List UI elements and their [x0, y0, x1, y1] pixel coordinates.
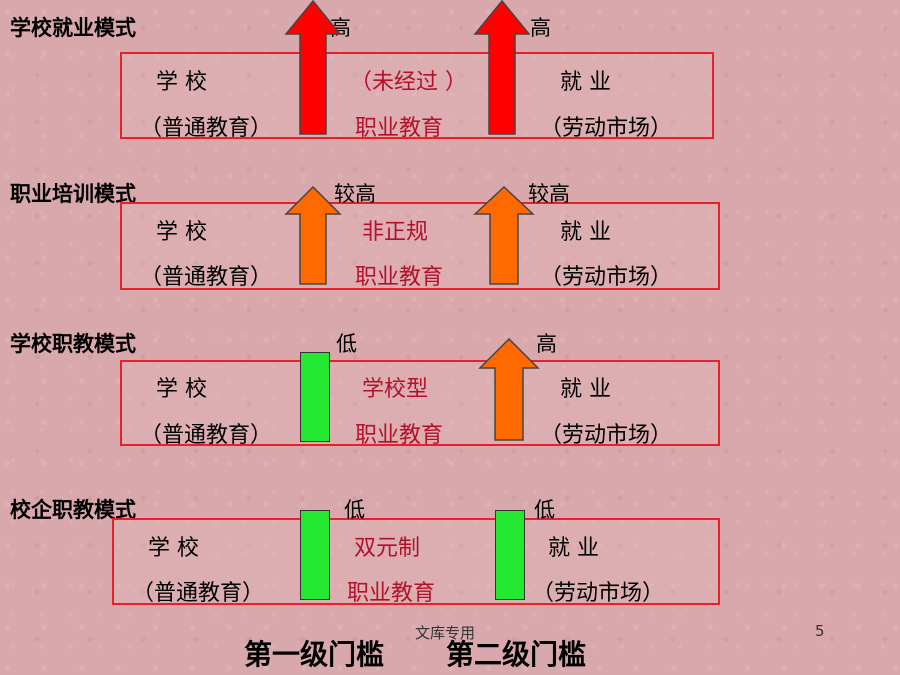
- row1-middle: （未经过 ）: [350, 70, 467, 95]
- row1-arrow2-red-up-icon: [473, 0, 531, 135]
- row4-box: [112, 518, 720, 605]
- row3-school: 学 校: [156, 377, 207, 402]
- row1-level2: 高: [530, 16, 551, 40]
- row4-job-sub: （劳动市场）: [532, 581, 665, 606]
- row4-green-block1: [300, 510, 330, 600]
- page-number: 5: [815, 622, 825, 640]
- row1-job-sub: （劳动市场）: [540, 116, 673, 141]
- row2-school: 学 校: [156, 220, 207, 245]
- row4-school: 学 校: [148, 536, 199, 561]
- row3-school-sub: （普通教育）: [140, 423, 273, 448]
- row2-arrow2-orange-up-icon: [473, 185, 535, 285]
- row1-title: 学校就业模式: [10, 16, 136, 40]
- row4-job: 就 业: [548, 536, 599, 561]
- row2-vocational: 职业教育: [355, 265, 444, 290]
- row2-job: 就 业: [560, 220, 611, 245]
- row4-level1: 低: [344, 498, 365, 522]
- threshold2-label: 第二级门槛: [446, 638, 587, 671]
- row3-vocational: 职业教育: [355, 423, 444, 448]
- row4-school-sub: （普通教育）: [132, 581, 265, 606]
- row4-green-block2: [495, 510, 525, 600]
- row2-level2: 较高: [528, 182, 570, 206]
- row3-job-sub: （劳动市场）: [540, 423, 673, 448]
- row2-arrow1-orange-up-icon: [284, 185, 342, 285]
- row4-middle: 双元制: [354, 536, 421, 561]
- row1-school-sub: （普通教育）: [140, 116, 273, 141]
- threshold1-label: 第一级门槛: [244, 638, 385, 671]
- row1-job: 就 业: [560, 70, 611, 95]
- row3-title: 学校职教模式: [10, 332, 136, 356]
- row4-vocational: 职业教育: [347, 581, 436, 606]
- row3-green-block: [300, 352, 330, 442]
- row3-box: [120, 360, 720, 446]
- row2-box: [120, 202, 720, 290]
- row2-job-sub: （劳动市场）: [540, 265, 673, 290]
- row3-middle: 学校型: [362, 377, 429, 402]
- row2-school-sub: （普通教育）: [140, 265, 273, 290]
- row2-middle: 非正规: [362, 220, 429, 245]
- row1-school: 学 校: [156, 70, 207, 95]
- row3-level2: 高: [536, 332, 557, 356]
- row2-title: 职业培训模式: [10, 182, 136, 206]
- footer-text: 文库专用: [415, 624, 476, 642]
- row1-arrow1-red-up-icon: [284, 0, 342, 135]
- row3-arrow-orange-up-icon: [478, 337, 540, 441]
- row1-box: [120, 52, 714, 139]
- row2-level1: 较高: [334, 182, 376, 206]
- row3-job: 就 业: [560, 377, 611, 402]
- row4-level2: 低: [534, 498, 555, 522]
- row3-level1: 低: [336, 332, 357, 356]
- row1-vocational: 职业教育: [355, 116, 444, 141]
